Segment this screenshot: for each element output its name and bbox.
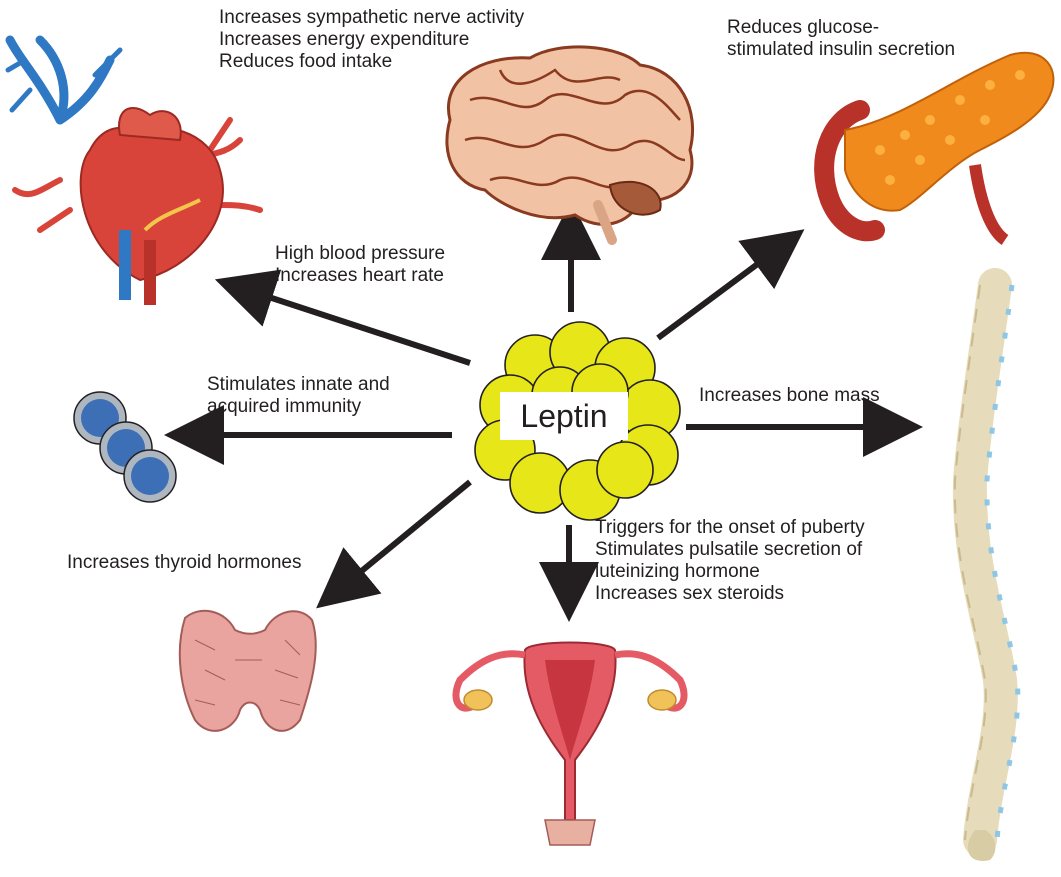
bone-effects-label: Increases bone mass: [699, 385, 880, 407]
arrow-to-heart: [232, 285, 470, 363]
pancreas-effects-label: Reduces glucose- stimulated insulin secr…: [727, 17, 955, 61]
heart-icon: [8, 40, 260, 305]
leptin-label: Leptin: [500, 392, 628, 440]
thyroid-icon: [180, 611, 316, 731]
reproductive-effects-label: Triggers for the onset of puberty Stimul…: [595, 517, 865, 605]
thyroid-effects-label: Increases thyroid hormones: [67, 552, 301, 574]
heart-effects-label: High blood pressure Increases heart rate: [275, 243, 445, 287]
brain-effects-label: Increases sympathetic nerve activity Inc…: [219, 7, 524, 73]
brain-icon: [447, 47, 693, 240]
immune-cells-icon: [74, 392, 176, 502]
arrow-to-thyroid: [330, 482, 470, 597]
immune-effects-label: Stimulates innate and acquired immunity: [207, 374, 390, 418]
spine-icon: [955, 285, 1018, 861]
arrow-to-pancreas: [658, 240, 790, 338]
pancreas-icon: [824, 53, 1053, 240]
reproductive-organs-icon: [456, 643, 684, 846]
